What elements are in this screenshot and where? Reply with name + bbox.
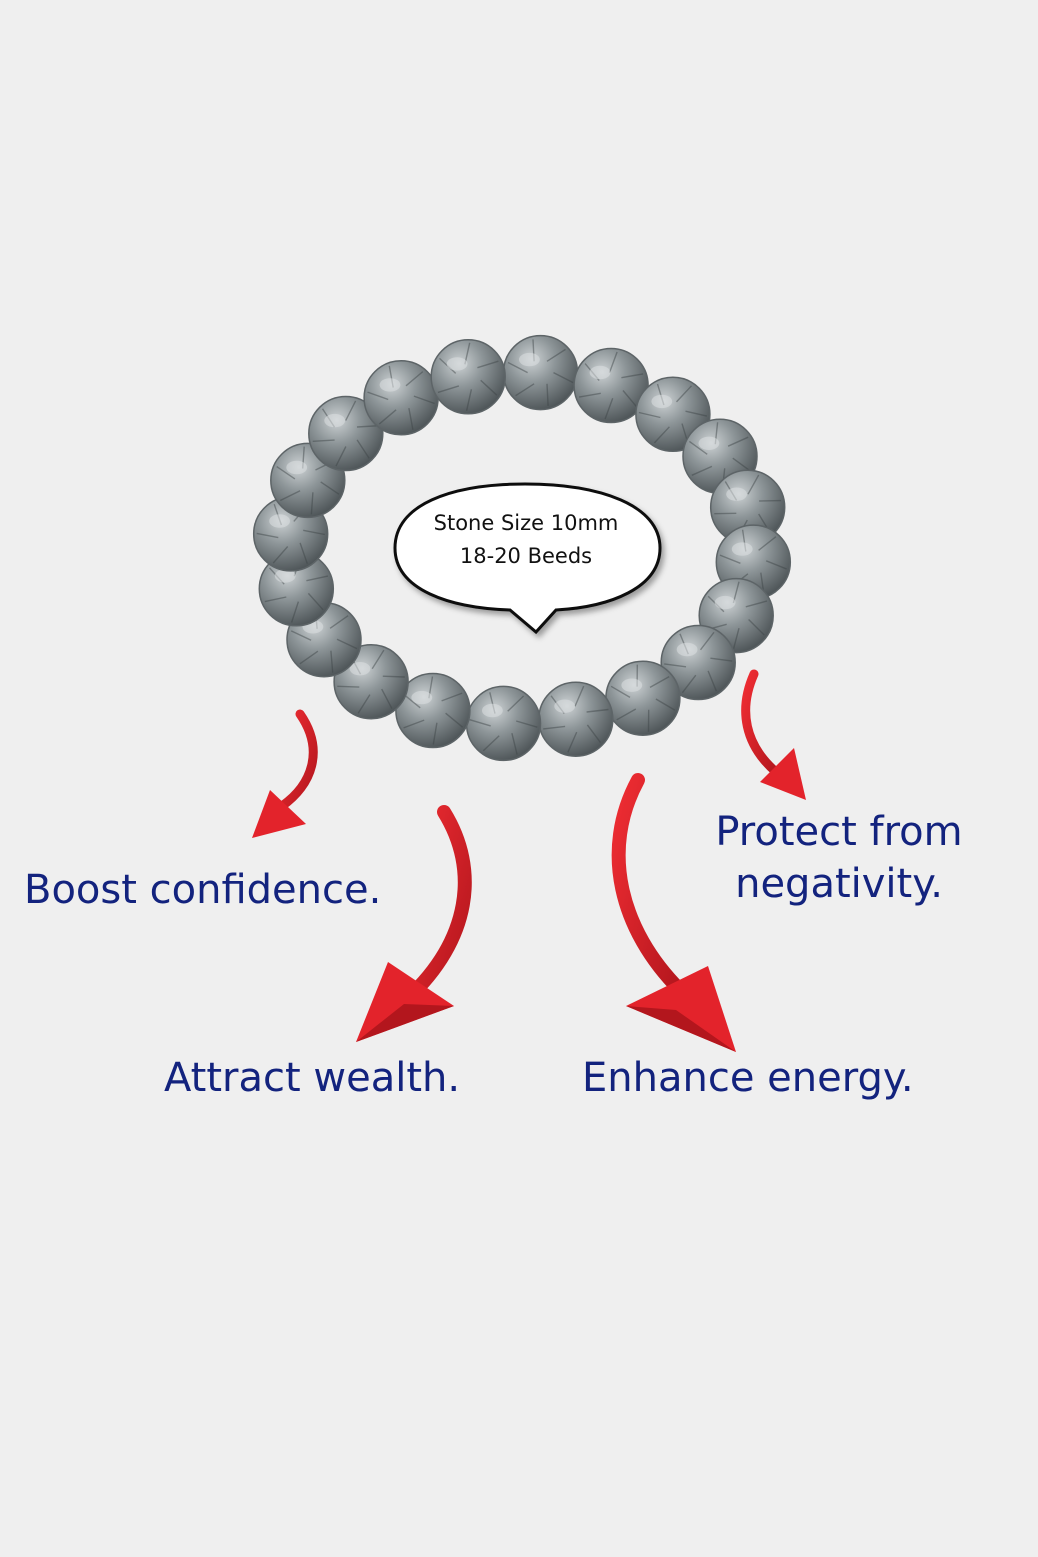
bead-facets [610, 664, 676, 732]
bead-highlight [286, 460, 308, 475]
arrow-attract-wealth [356, 805, 472, 1042]
benefit-label: Boost confidence. [24, 867, 382, 913]
bead-facets [638, 383, 708, 445]
benefit-label-line-1: Protect from [715, 809, 963, 855]
arrow-boost-confidence [252, 709, 318, 838]
bead-highlight [519, 352, 540, 367]
bead-highlight [349, 662, 371, 676]
bead [395, 672, 471, 749]
bead-facets [507, 339, 574, 406]
bead-highlight [411, 690, 433, 705]
bead [573, 347, 649, 424]
bead-highlight [651, 394, 673, 409]
callout-line-1: Stone Size 10mm [433, 511, 619, 535]
bead-highlight [446, 357, 468, 371]
bead-facets [264, 554, 329, 623]
arrow-enhance-energy [611, 773, 736, 1052]
benefit-label-line-2: negativity. [735, 861, 943, 907]
bead [709, 469, 786, 545]
benefit-boost-confidence: Boost confidence. [24, 864, 381, 916]
bead-highlight [589, 365, 611, 380]
bead-facets [402, 676, 464, 745]
bead-highlight [676, 642, 698, 657]
callout-bubble [393, 482, 662, 635]
bead-highlight [379, 378, 401, 392]
bead-highlight [482, 703, 503, 718]
benefit-label: Enhance energy. [582, 1055, 914, 1101]
bead [430, 339, 506, 415]
callout-text: Stone Size 10mm 18-20 Beeds [400, 507, 652, 573]
bead-highlight [269, 514, 290, 528]
bead-highlight [621, 678, 643, 692]
bead-facets [276, 446, 340, 515]
bead-facets [256, 503, 325, 564]
benefit-protect-negativity: Protect from negativity. [694, 806, 984, 910]
bracelet-beads [252, 334, 792, 762]
bead [308, 395, 384, 472]
arrow-protect-negativity [741, 669, 806, 800]
bead-highlight [274, 569, 296, 583]
bead-facets [337, 649, 405, 714]
bead-facets [290, 606, 358, 673]
bead-highlight [726, 487, 747, 501]
benefit-enhance-energy: Enhance energy. [582, 1052, 914, 1104]
bead [502, 334, 579, 411]
bead-highlight [698, 436, 720, 450]
bead [258, 551, 335, 627]
bead [465, 685, 542, 762]
bead [363, 360, 439, 436]
benefit-label: Attract wealth. [164, 1055, 461, 1101]
bead-facets [469, 692, 538, 755]
bead [660, 624, 736, 701]
bead [605, 660, 681, 736]
bead-highlight [731, 542, 753, 556]
bead-highlight [554, 699, 576, 713]
benefit-attract-wealth: Attract wealth. [164, 1052, 460, 1104]
bead-highlight [714, 595, 736, 610]
callout-line-2: 18-20 Beeds [459, 544, 593, 568]
bead-facets [367, 365, 435, 430]
bead [538, 681, 614, 757]
bead-highlight [324, 413, 346, 428]
